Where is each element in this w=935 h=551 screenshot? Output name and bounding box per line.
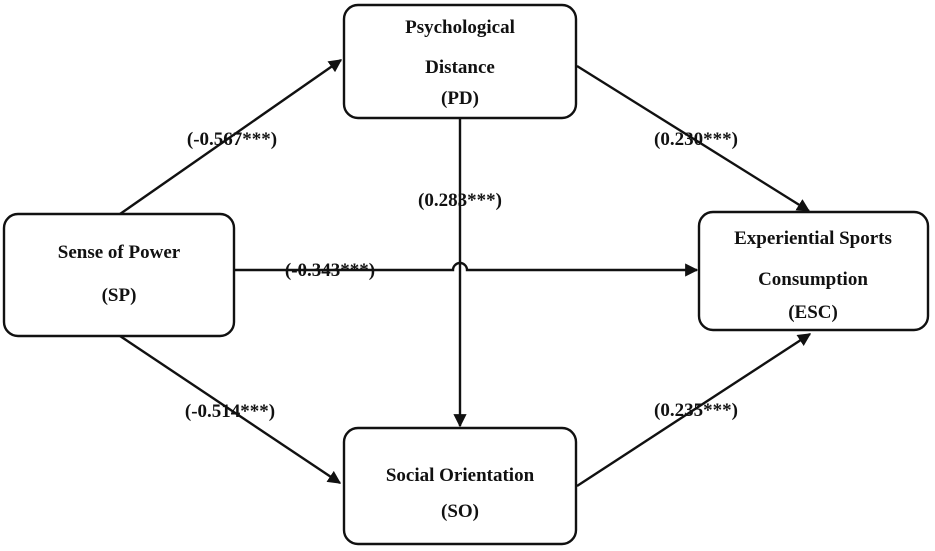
edge-label-sp-esc: (-0.343***) [285,260,375,281]
edge-label-pd-so: (0.283***) [418,190,502,211]
node-sp-abbr: (SP) [102,285,137,306]
node-pd-line2: Distance [425,57,495,78]
arrow-sp-to-esc [234,261,699,277]
node-pd-abbr: (PD) [441,88,479,109]
arrow-sp-to-pd [119,59,343,215]
edge-label-so-esc: (0.235***) [654,400,738,421]
node-so: Social Orientation (SO) [342,426,578,546]
node-so-line1: Social Orientation [386,465,535,486]
edge-label-sp-pd: (-0.567***) [187,129,277,150]
edge-label-sp-so: (-0.514***) [185,401,275,422]
node-pd: Psychological Distance (PD) [342,3,578,120]
node-sp: Sense of Power (SP) [2,212,236,338]
edge-label-pd-esc: (0.230***) [654,129,738,150]
node-esc-line1: Experiential Sports [734,228,892,249]
arrow-sp-to-so [119,335,342,484]
node-so-abbr: (SO) [441,501,479,522]
node-sp-line1: Sense of Power [58,242,181,263]
node-esc-abbr: (ESC) [788,302,838,323]
node-pd-line1: Psychological [405,17,515,38]
arrow-so-to-esc [576,332,812,488]
node-esc-line2: Consumption [758,269,868,290]
arrow-pd-to-esc [576,64,811,213]
node-esc: Experiential Sports Consumption (ESC) [697,210,930,332]
